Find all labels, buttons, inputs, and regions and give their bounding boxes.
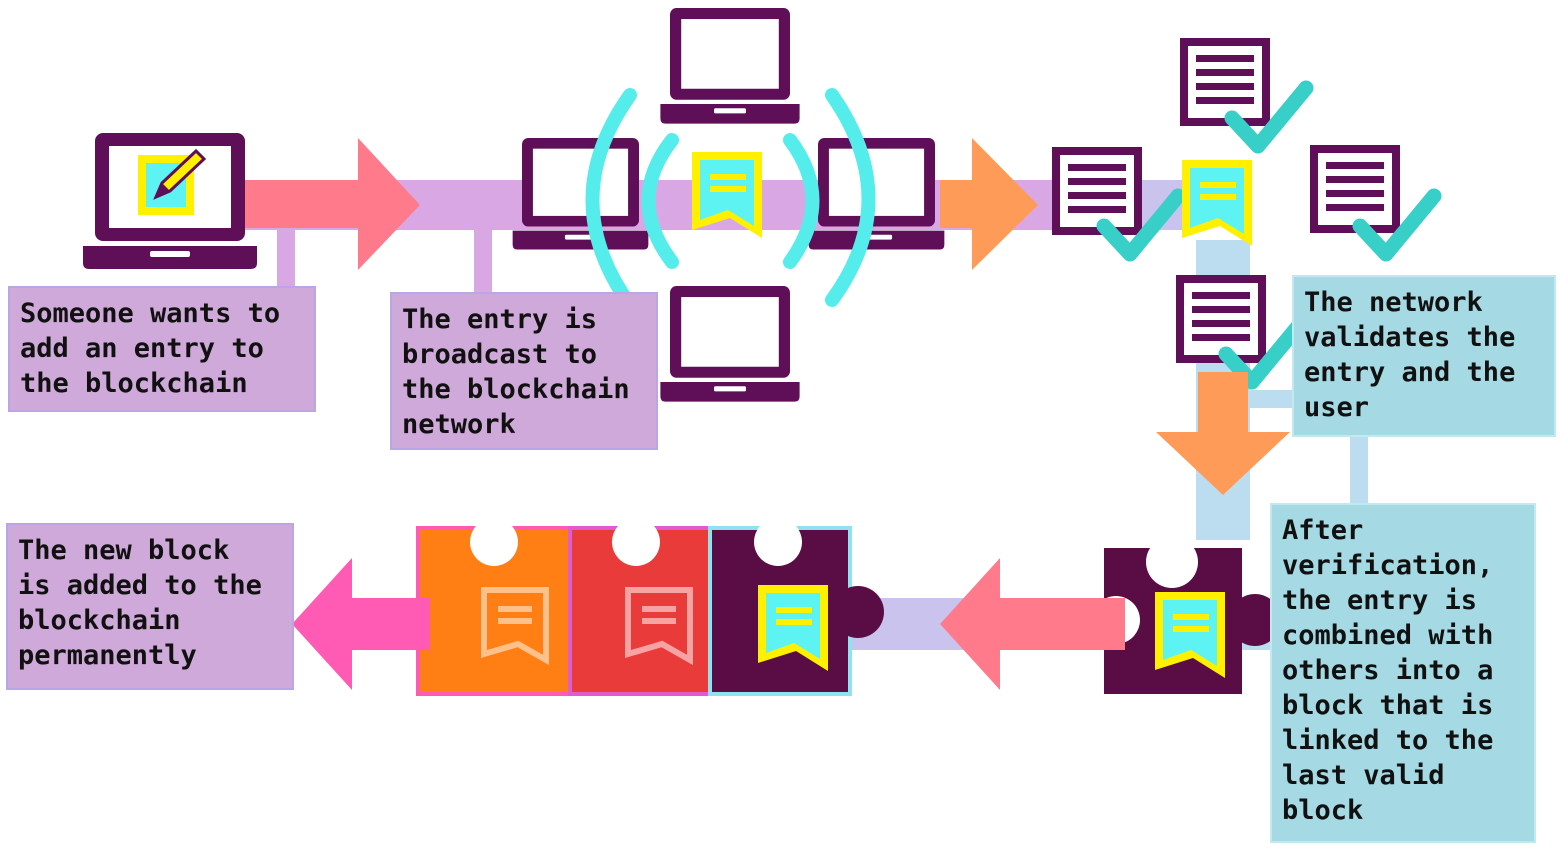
- step-4-line-8: last valid: [1282, 760, 1445, 791]
- step-4-line-3: the entry is: [1282, 585, 1478, 616]
- step-4-label: After verification, the entry is combine…: [1270, 503, 1536, 843]
- step-3-line-2: validates the: [1304, 322, 1516, 353]
- step-3-label: The network validates the entry and the …: [1292, 275, 1556, 437]
- laptop-icon: [512, 138, 649, 250]
- step-2-label: The entry is broadcast to the blockchain…: [390, 292, 658, 450]
- laptop-icon: [660, 286, 800, 402]
- step-5-label: The new block is added to the blockchain…: [6, 523, 294, 690]
- laptop-icon: [660, 8, 800, 124]
- step-4-line-9: block: [1282, 795, 1364, 826]
- arrow-icon: [292, 558, 430, 690]
- document-icon: [1310, 145, 1400, 233]
- document-icon: [1052, 147, 1142, 235]
- step-5-line-1: The new block: [18, 535, 230, 566]
- document-icon: [1180, 38, 1270, 126]
- laptop-icon: [808, 138, 945, 250]
- step-2-line-4: network: [402, 409, 516, 440]
- step-3-line-3: entry and the: [1304, 357, 1516, 388]
- step-1-label: Someone wants to add an entry to the blo…: [8, 286, 316, 412]
- broadcast-wave-icon: [585, 88, 876, 312]
- step-5-line-3: blockchain: [18, 605, 181, 636]
- step-4-line-7: linked to the: [1282, 725, 1494, 756]
- step-4-line-4: combined with: [1282, 620, 1494, 651]
- step-4-line-1: After: [1282, 515, 1364, 546]
- entry-document-icon: [1182, 160, 1252, 246]
- step-1-line-1: Someone wants to: [20, 298, 281, 329]
- puzzle-piece-icon: [416, 518, 601, 696]
- arrow-icon: [940, 558, 1125, 690]
- step-2-line-2: broadcast to: [402, 339, 598, 370]
- step-5-line-4: permanently: [18, 640, 197, 671]
- arrow-icon: [1156, 372, 1290, 495]
- step-2-line-1: The entry is: [402, 304, 598, 335]
- step-1-line-2: add an entry to: [20, 333, 264, 364]
- step-4-line-6: block that is: [1282, 690, 1494, 721]
- step-1-line-3: the blockchain: [20, 368, 248, 399]
- step-2-line-3: the blockchain: [402, 374, 630, 405]
- step-5-line-2: is added to the: [18, 570, 262, 601]
- step-4-line-2: verification,: [1282, 550, 1494, 581]
- step-3-line-4: user: [1304, 392, 1370, 423]
- pencil-edit-icon: [138, 148, 207, 215]
- arrow-icon: [940, 138, 1038, 270]
- arrow-icon: [245, 138, 420, 270]
- step-3-line-1: The network: [1304, 287, 1483, 318]
- step-4-line-5: others into a: [1282, 655, 1494, 686]
